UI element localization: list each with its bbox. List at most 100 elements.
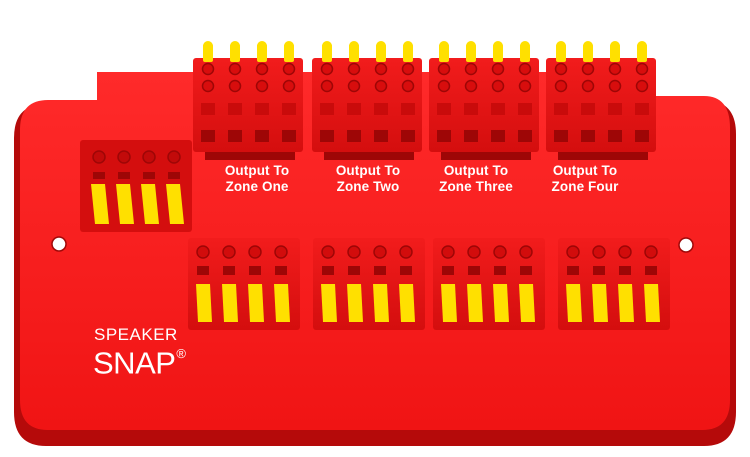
lever — [141, 184, 159, 224]
wire-tab-tip — [376, 41, 386, 51]
lever-connector-1 — [188, 238, 300, 330]
screw-port — [347, 79, 361, 93]
screw-port — [255, 62, 269, 76]
port-slot — [282, 130, 296, 142]
wire-tab-tip — [439, 41, 449, 51]
lever-slot — [223, 266, 235, 275]
connector-body — [80, 140, 192, 232]
lever — [373, 284, 389, 322]
lever — [592, 284, 608, 322]
screw-port — [467, 245, 481, 259]
lever-connector-4 — [558, 238, 670, 330]
wire-tab-tip — [520, 41, 530, 51]
lever-connector-3 — [433, 238, 545, 330]
connector-body — [193, 58, 303, 152]
port-slot — [201, 103, 215, 115]
lever — [166, 184, 184, 224]
lever-slot — [168, 172, 180, 179]
screw-port — [635, 79, 649, 93]
screw-port — [320, 79, 334, 93]
screw-port — [493, 245, 507, 259]
screw-port — [374, 62, 388, 76]
screw-port — [566, 245, 580, 259]
lever — [644, 284, 660, 322]
port-slot — [282, 103, 296, 115]
mounting-hole-right — [678, 237, 694, 253]
screw-port — [201, 62, 215, 76]
port-slot — [554, 103, 568, 115]
screw-port — [518, 79, 532, 93]
port-slot — [608, 103, 622, 115]
port-slot — [437, 130, 451, 142]
input-connector — [80, 140, 192, 232]
port-slot — [401, 130, 415, 142]
screw-port — [255, 79, 269, 93]
connector-body — [312, 58, 422, 152]
connector-body — [429, 58, 539, 152]
wire-tab-tip — [493, 41, 503, 51]
lever-slot — [645, 266, 657, 275]
screw-port — [201, 79, 215, 93]
lever — [116, 184, 134, 224]
lever — [618, 284, 634, 322]
screw-port — [635, 62, 649, 76]
lever — [493, 284, 509, 322]
screw-port — [274, 245, 288, 259]
lever-slot — [442, 266, 454, 275]
wire-tab-tip — [257, 41, 267, 51]
screw-port — [491, 62, 505, 76]
screw-port — [347, 245, 361, 259]
screw-port — [92, 150, 106, 164]
screw-port — [437, 62, 451, 76]
wire-tab-tip — [466, 41, 476, 51]
screw-port — [608, 79, 622, 93]
wire-tab-tip — [284, 41, 294, 51]
screw-port — [401, 62, 415, 76]
screw-port — [282, 62, 296, 76]
lever — [248, 284, 264, 322]
screw-port — [644, 245, 658, 259]
output-connector-zone-1 — [193, 41, 303, 160]
lever — [196, 284, 212, 322]
port-slot — [554, 130, 568, 142]
lever-slot — [322, 266, 334, 275]
screw-port — [282, 79, 296, 93]
lever-slot — [143, 172, 155, 179]
screw-port — [464, 79, 478, 93]
screw-port — [399, 245, 413, 259]
screw-port — [222, 245, 236, 259]
port-slot — [320, 130, 334, 142]
connector-body — [546, 58, 656, 152]
lever — [91, 184, 109, 224]
lever-slot — [118, 172, 130, 179]
screw-port — [347, 62, 361, 76]
port-slot — [347, 130, 361, 142]
lever — [566, 284, 582, 322]
port-slot — [491, 130, 505, 142]
lever-slot — [275, 266, 287, 275]
screw-port — [196, 245, 210, 259]
screw-port — [167, 150, 181, 164]
lever — [347, 284, 363, 322]
lever — [321, 284, 337, 322]
port-slot — [491, 103, 505, 115]
lever-connector-2 — [313, 238, 425, 330]
port-slot — [518, 103, 532, 115]
port-slot — [518, 130, 532, 142]
port-slot — [635, 103, 649, 115]
screw-port — [519, 245, 533, 259]
wire-tab-tip — [637, 41, 647, 51]
zone-one-label: Output To Zone One — [224, 163, 290, 194]
wire-tab-tip — [403, 41, 413, 51]
output-connector-zone-2 — [312, 41, 422, 160]
lever — [399, 284, 415, 322]
lever-slot — [374, 266, 386, 275]
screw-port — [441, 245, 455, 259]
lever-slot — [520, 266, 532, 275]
port-slot — [401, 103, 415, 115]
screw-port — [618, 245, 632, 259]
screw-port — [437, 79, 451, 93]
lever-slot — [468, 266, 480, 275]
lever — [467, 284, 483, 322]
